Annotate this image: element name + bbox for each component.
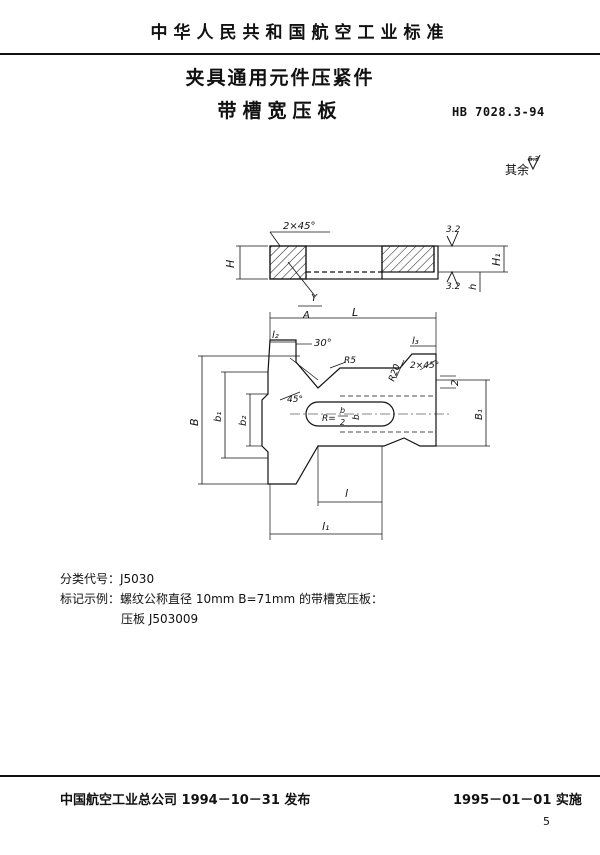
dim-H-label: H [224,260,237,268]
radius-R20-label: R20 [387,363,403,383]
dim-L-label: L [352,306,358,319]
view-A-label: A [302,310,310,321]
dim-l2-label: l₂ [272,330,279,341]
angle-45-label: 45° [287,395,303,405]
effective-date: 1995－01－01 实施 [453,793,582,808]
view-Y-label: Y [311,293,318,304]
marking-example: 标记示例：螺纹公称直径 10mm B=71mm 的带槽宽压板： [60,592,384,606]
technical-drawing: 2×45° 3.2 3.2 H H₁ h Y A [188,221,508,540]
page-number: 5 [543,815,550,828]
dim-H1-label: H₁ [490,253,503,266]
issued-date: 中国航空工业总公司 1994－10－31 发布 [60,793,311,808]
dim-l3-label: l₃ [412,336,419,347]
org-standard-header: 中华人民共和国航空工业标准 [150,23,450,43]
dim-B1-label: B₁ [474,409,485,420]
section-view [236,231,508,307]
dim-b-label: b [352,414,362,420]
dim-b2-label: b₂ [238,416,249,426]
rough-top-label: 3.2 [446,225,461,235]
chamfer-right-label: 2×45° [410,361,439,371]
standard-code: HB 7028.3-94 [452,105,545,119]
dim-h-label: h [468,284,479,290]
footer-rule [0,775,600,777]
plan-view [198,312,490,540]
roughness-symbol-icon [527,154,541,171]
dim-2-label: 2 [450,380,461,386]
rest-roughness-value: 6.3 [528,155,540,163]
rest-roughness-label: 其余 [505,163,530,177]
header-rule [0,53,600,55]
classification-code: 分类代号：J5030 [60,572,155,586]
title-line1: 夹具通用元件压紧件 [185,67,375,89]
slot-frac-top: b [340,406,345,415]
angle-30-label: 30° [314,338,332,349]
rough-bottom-label: 3.2 [446,282,461,292]
slot-R-label: R= [322,414,336,424]
chamfer-top-label: 2×45° [283,221,315,232]
slot-frac-bottom: 2 [340,418,345,427]
marking-example-name: 压板 J503009 [121,612,199,626]
rest-roughness-note: 其余 [505,154,541,178]
dim-B-label: B [188,418,201,426]
dim-l-label: l [345,487,348,500]
dim-l1-label: l₁ [322,520,329,533]
dim-b1-label: b₁ [213,412,224,422]
radius-R5-label: R5 [344,356,356,366]
title-line2: 带槽宽压板 [217,100,343,122]
